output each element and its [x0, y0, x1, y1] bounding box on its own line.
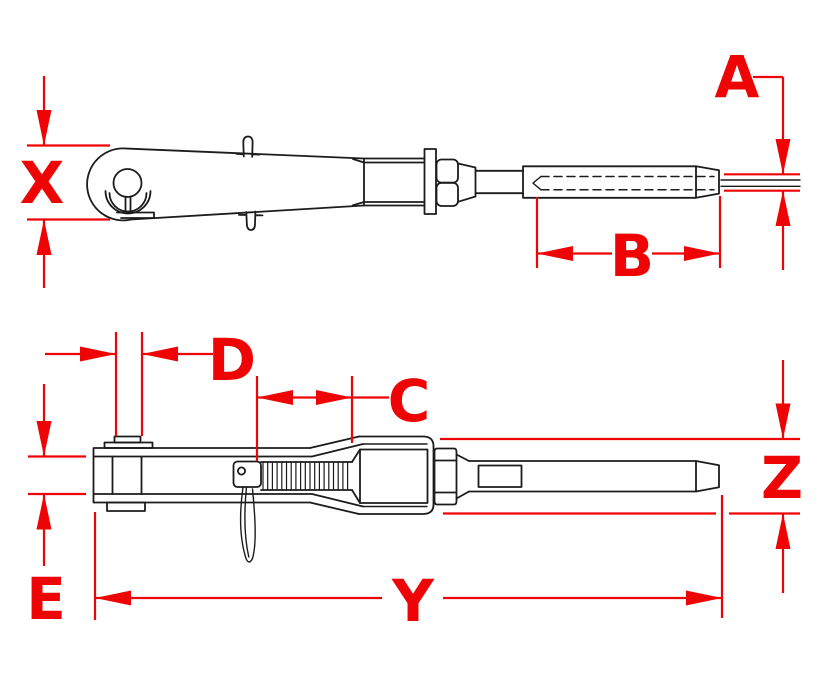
body-inner-wall: [362, 443, 428, 508]
dimension-Z: [440, 360, 800, 593]
label-A: A: [715, 43, 760, 111]
dimension-A: [724, 75, 800, 270]
arrow-d-right: [142, 346, 178, 362]
cotter-pin-top: [235, 135, 261, 158]
dimension-E: [28, 384, 86, 566]
label-B: B: [610, 222, 654, 290]
label-Z: Z: [761, 444, 803, 512]
stud-tip-taper: [695, 165, 720, 199]
side-view: [86, 135, 801, 231]
pin-cap: [113, 435, 142, 444]
stud-window: [477, 464, 523, 488]
hole-entry-chamfer: [532, 175, 542, 191]
cotter-pin-bottom: [238, 210, 264, 231]
arrow-z-top: [775, 403, 791, 439]
dimension-D: [45, 332, 213, 436]
arrow-a-top: [775, 139, 791, 175]
arrow-y-left: [95, 590, 131, 606]
dimension-arrowheads: [36, 110, 791, 606]
hidden-wire-hole: [540, 175, 715, 191]
body-slopes: [309, 435, 364, 515]
arrow-c-right: [316, 390, 352, 405]
pin-retainer-clip: [106, 501, 146, 512]
cotter-legs: [239, 486, 256, 563]
arrow-b-right: [684, 246, 720, 261]
arrow-e-bottom: [36, 494, 52, 530]
lock-nut-upper: [435, 158, 459, 184]
washer: [423, 148, 437, 215]
dimension-labels: X A B C D E Y Z: [20, 43, 803, 635]
arrow-d-left: [80, 346, 116, 362]
label-D: D: [208, 326, 256, 394]
pin-head: [112, 168, 143, 198]
swage-stud: [522, 165, 697, 199]
arrow-a-bottom: [775, 190, 791, 226]
dimension-Y: [93, 495, 724, 620]
jaw-body: [86, 147, 365, 222]
label-E: E: [26, 565, 66, 633]
dimensions: X A B C D E Y Z: [20, 43, 803, 635]
threaded-shank: [352, 157, 426, 207]
label-C: C: [388, 367, 431, 435]
nut-outline: [433, 447, 458, 506]
cotter-hinge-block: [232, 460, 262, 488]
clevis-pin-shank: [111, 455, 143, 495]
jaw-plates: [92, 447, 313, 504]
arrow-x-top: [36, 110, 52, 146]
swage-cone: [457, 162, 477, 203]
arrow-b-left: [537, 246, 573, 261]
arrow-x-bottom: [36, 219, 52, 255]
tip-hole-lines: [720, 179, 801, 187]
stud-end: [695, 460, 720, 493]
arrow-e-top: [36, 421, 52, 457]
nut-cone: [455, 453, 470, 500]
cotter-hinge-hole: [236, 466, 246, 476]
threaded-rod: [260, 461, 353, 491]
top-view: [92, 435, 720, 563]
lock-nut-lower: [435, 181, 459, 207]
thread-hatching: [262, 461, 349, 491]
body-inner-cavity: [359, 448, 429, 504]
dimension-B: [535, 196, 722, 268]
body-outline: [358, 435, 435, 515]
cotter-ring: [104, 190, 152, 215]
thread-entry-cone: [351, 448, 361, 504]
dimension-X: [27, 76, 110, 288]
label-X: X: [20, 149, 65, 217]
part-geometry: [86, 135, 801, 563]
label-Y: Y: [391, 567, 435, 635]
stud-body: [468, 460, 697, 493]
ring-slot: [124, 195, 132, 213]
stud-neck: [474, 169, 524, 195]
arrow-z-bottom: [775, 513, 791, 549]
ring-tail: [116, 211, 155, 219]
arrow-c-left: [257, 390, 293, 405]
arrow-y-right: [686, 590, 722, 606]
